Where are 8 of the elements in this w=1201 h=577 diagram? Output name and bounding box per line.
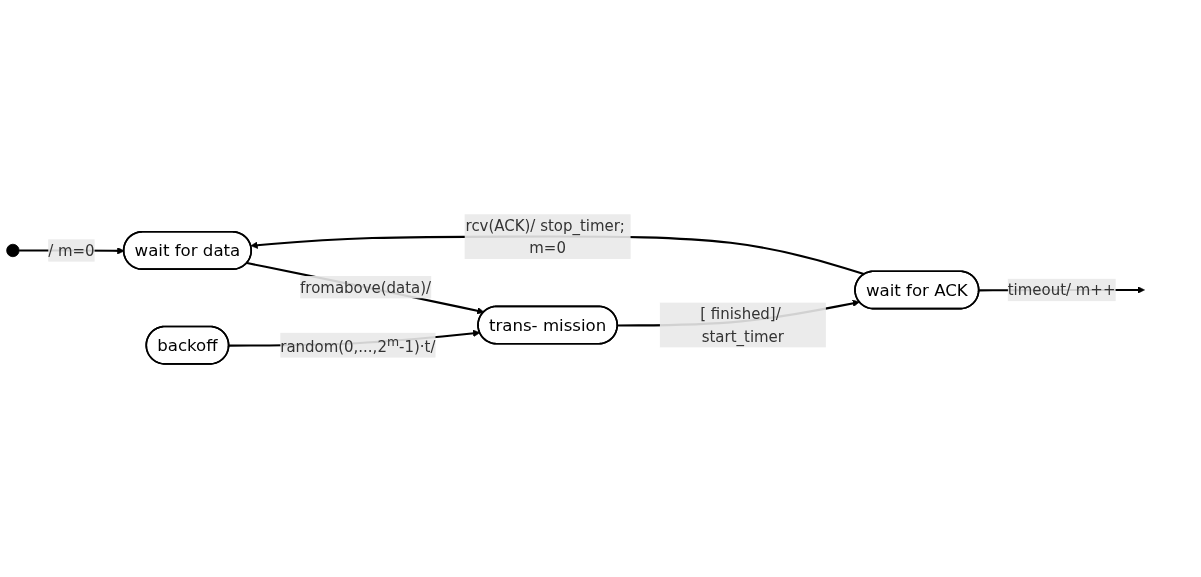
arrow (246, 261, 485, 314)
edge-label: / m=0 (48, 241, 95, 259)
edge-label: timeout/ m++ (1007, 280, 1116, 299)
edge-label: random(0,...,2$^{m}$-1)·t/ (280, 333, 436, 355)
edge-label: [ finished]/ start_timer (700, 304, 784, 345)
edge-label: fromabove(data)/ (300, 277, 432, 296)
edge-label: rcv(ACK)/ stop_timer; m=0 (465, 216, 625, 256)
node-circle (6, 243, 20, 257)
